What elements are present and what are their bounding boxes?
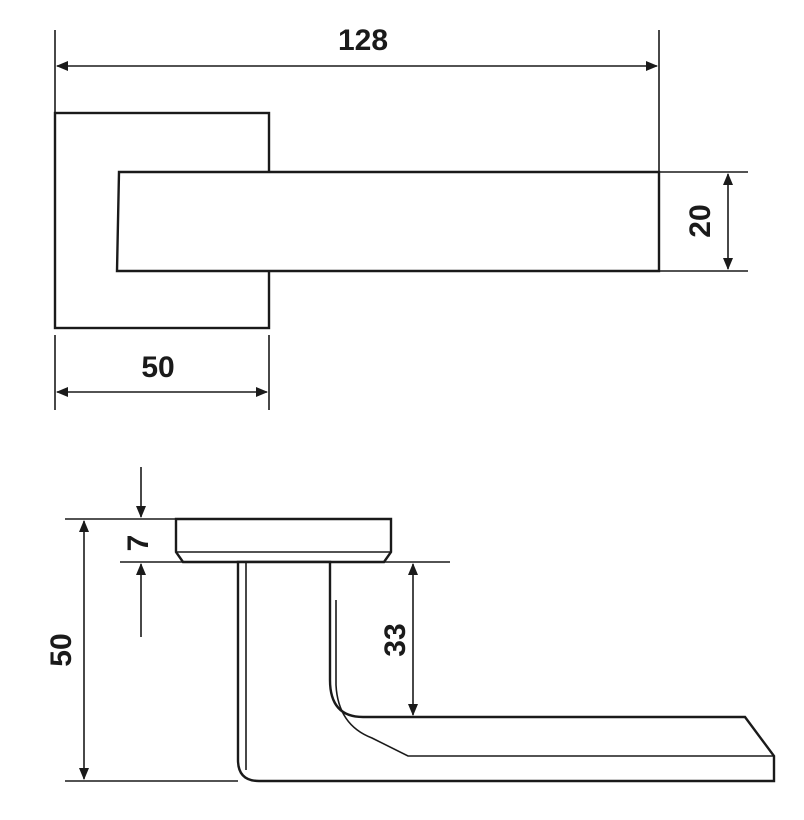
- dimension-label-total-projection: 50: [45, 633, 78, 666]
- dimension-label-rose-thickness: 7: [122, 535, 155, 552]
- lever-edge-line: [335, 600, 774, 757]
- top-view: 128 20 50: [53, 24, 748, 410]
- lever-top: [115, 170, 661, 273]
- lever-side: [236, 560, 776, 783]
- rose-plate-side: [174, 517, 393, 564]
- side-view: 7 50 33: [45, 467, 776, 783]
- dimension-label-rose-width: 50: [141, 351, 174, 384]
- dimension-label-overall-length: 128: [338, 24, 388, 57]
- dimension-label-grip-clearance: 33: [379, 623, 412, 656]
- dimension-label-lever-height: 20: [684, 204, 717, 237]
